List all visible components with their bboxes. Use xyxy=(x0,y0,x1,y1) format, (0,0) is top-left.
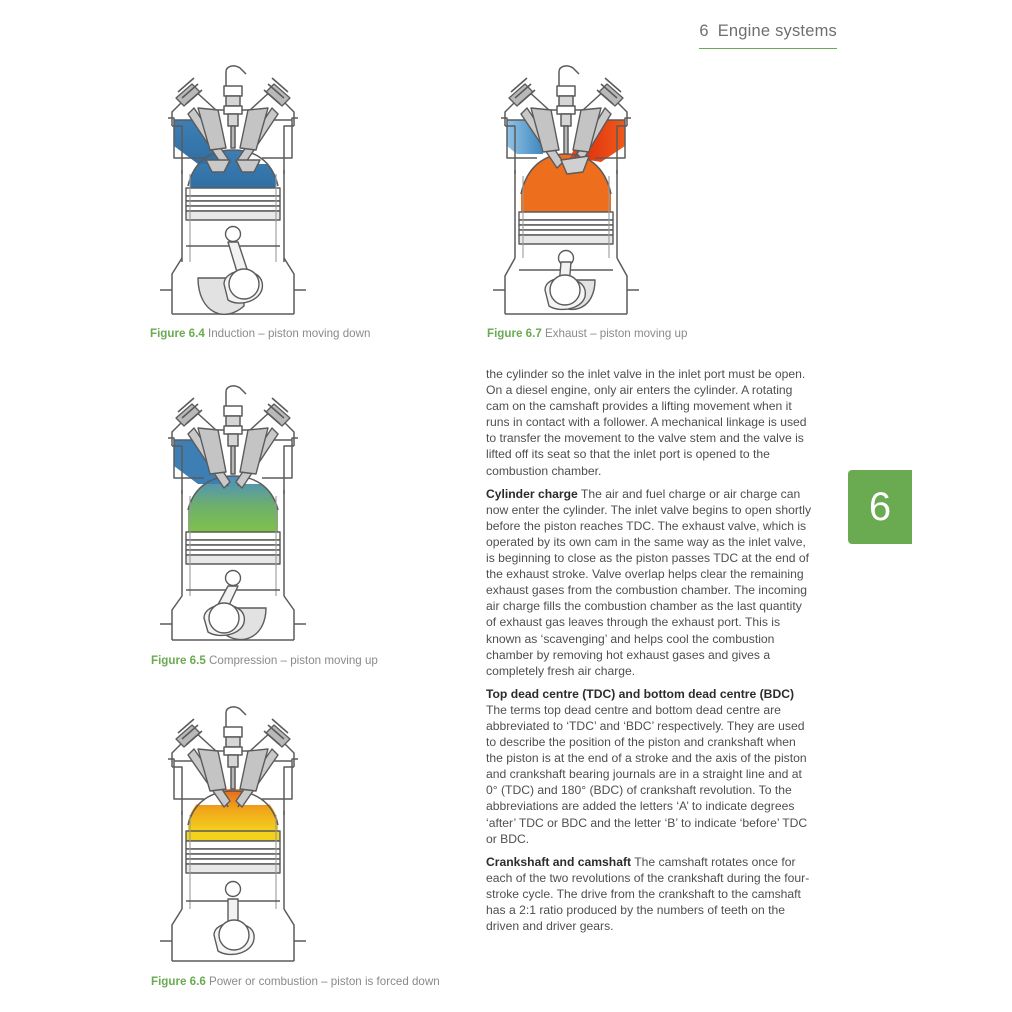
figure-6-6-label: Figure 6.6 xyxy=(151,975,206,988)
body-paragraph-3: Top dead centre (TDC) and bottom dead ce… xyxy=(486,686,812,847)
body-paragraph-3-heading: Top dead centre (TDC) and bottom dead ce… xyxy=(486,686,795,701)
figure-6-6-caption-text: Power or combustion – piston is forced d… xyxy=(209,975,440,988)
body-paragraph-1-text: the cylinder so the inlet valve in the i… xyxy=(486,367,807,478)
body-paragraph-2-heading: Cylinder charge xyxy=(486,486,578,501)
body-paragraph-2-text: The air and fuel charge or air charge ca… xyxy=(486,486,812,678)
body-paragraph-4: Crankshaft and camshaft The camshaft rot… xyxy=(486,854,812,934)
body-paragraph-2: Cylinder charge The air and fuel charge … xyxy=(486,486,812,679)
body-paragraph-4-text: The camshaft rotates once for each of th… xyxy=(486,854,810,934)
figure-6-4-caption: Figure 6.4 Induction – piston moving dow… xyxy=(150,326,450,342)
body-paragraph-1: the cylinder so the inlet valve in the i… xyxy=(486,366,812,479)
figure-6-5-label: Figure 6.5 xyxy=(151,654,206,667)
figure-6-4-illustration xyxy=(158,65,308,317)
figure-6-5-caption: Figure 6.5 Compression – piston moving u… xyxy=(151,653,451,669)
figure-6-5-illustration xyxy=(158,385,308,644)
figure-6-4: Figure 6.4 Induction – piston moving dow… xyxy=(150,62,450,342)
figure-6-5-caption-text: Compression – piston moving up xyxy=(209,654,378,667)
figure-6-6-caption: Figure 6.6 Power or combustion – piston … xyxy=(151,974,451,990)
chapter-tab-number: 6 xyxy=(868,485,892,529)
chapter-tab: 6 xyxy=(848,470,912,544)
figure-6-7-caption-text: Exhaust – piston moving up xyxy=(545,327,688,340)
body-paragraph-4-heading: Crankshaft and camshaft xyxy=(486,854,632,869)
figure-6-6: Figure 6.6 Power or combustion – piston … xyxy=(150,703,451,990)
figure-6-7-label: Figure 6.7 xyxy=(487,327,542,340)
figure-6-5: Figure 6.5 Compression – piston moving u… xyxy=(150,382,451,669)
body-text-column: the cylinder so the inlet valve in the i… xyxy=(486,366,812,934)
running-head-chapter-number: 6 xyxy=(699,22,709,40)
figure-6-7-illustration xyxy=(491,65,641,317)
figure-6-7: Figure 6.7 Exhaust – piston moving up xyxy=(487,62,817,342)
body-paragraph-3-text: The terms top dead centre and bottom dea… xyxy=(486,702,808,846)
figure-6-7-caption: Figure 6.7 Exhaust – piston moving up xyxy=(487,326,787,342)
running-head-title: Engine systems xyxy=(717,22,837,40)
figure-6-6-illustration xyxy=(158,706,308,965)
running-head: 6 Engine systems xyxy=(699,22,837,49)
figure-6-4-label: Figure 6.4 xyxy=(150,327,205,340)
figure-6-4-caption-text: Induction – piston moving down xyxy=(208,327,371,340)
